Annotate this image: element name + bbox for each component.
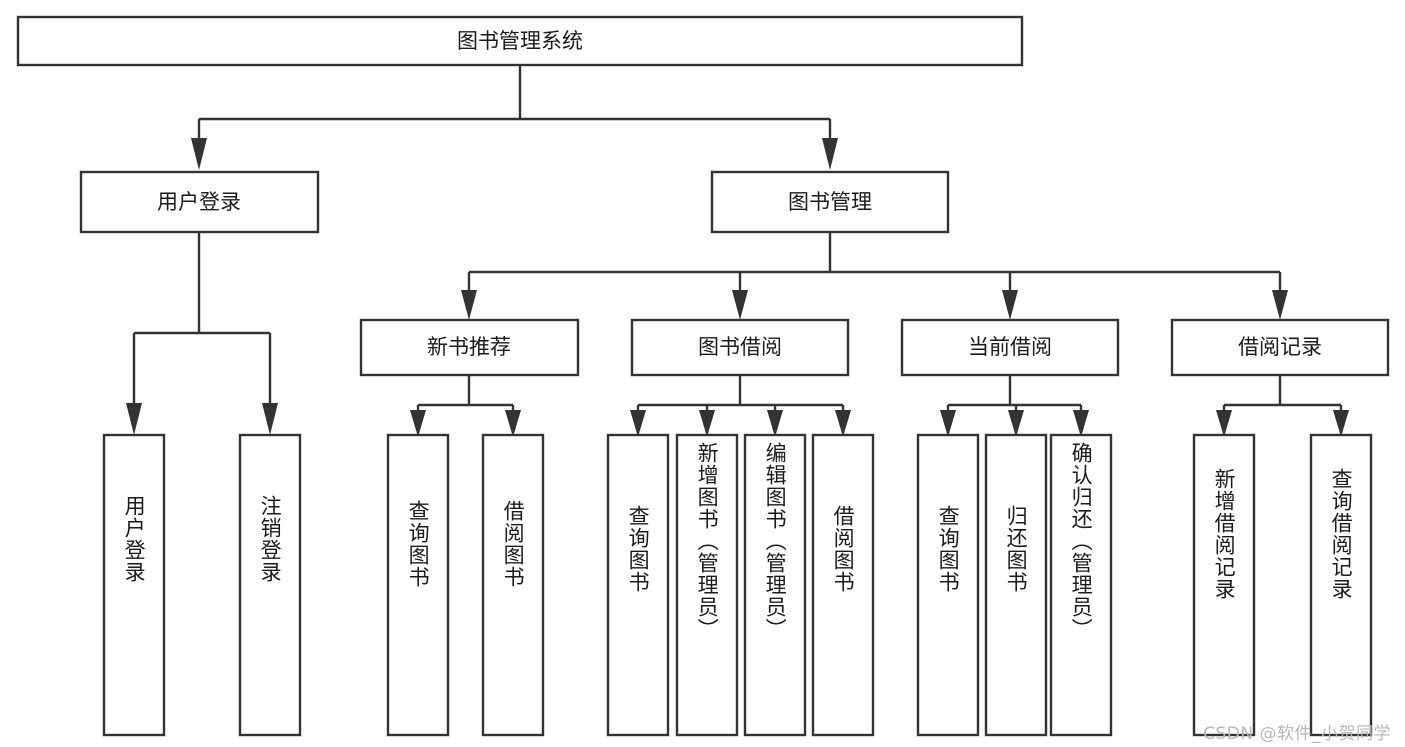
leaf-boxes-group: [102, 433, 1373, 737]
arrow-head-leaf-borrow-book-2: [835, 410, 851, 437]
arrow-head-current-borrow: [1002, 290, 1018, 320]
arrow-head-book-manage: [822, 138, 838, 170]
node-book-manage-label: 图书管理: [788, 190, 872, 214]
arrow-head-user-login: [191, 138, 207, 170]
arrow-head-leaf-query-record: [1333, 410, 1349, 437]
node-book-borrow-box[interactable]: [630, 318, 850, 377]
leaf-box-borrow-book-2[interactable]: [811, 433, 875, 737]
arrow-head-leaf-query-book-1: [410, 410, 426, 437]
arrow-head-leaf-user-login: [126, 403, 142, 435]
node-user-login-label: 用户登录: [157, 190, 241, 214]
node-book-borrow[interactable]: 图书借阅: [630, 318, 850, 377]
node-new-book-rec-box[interactable]: [359, 318, 580, 377]
leaf-box-query-record[interactable]: [1309, 433, 1373, 737]
node-root-box[interactable]: [16, 15, 1024, 67]
node-book-manage-box[interactable]: [710, 170, 950, 234]
node-borrow-record[interactable]: 借阅记录: [1170, 318, 1390, 377]
arrow-head-leaf-logout-login: [262, 403, 278, 435]
leaf-box-logout-login[interactable]: [238, 433, 302, 737]
arrow-head-leaf-edit-book: [767, 410, 783, 437]
connectors-group: [126, 65, 1349, 437]
arrow-head-book-borrow: [732, 290, 748, 320]
leaf-box-confirm-return[interactable]: [1049, 433, 1113, 737]
leaf-box-query-book-2[interactable]: [606, 433, 670, 737]
arrow-head-leaf-query-book-2: [630, 410, 646, 437]
node-user-login-box[interactable]: [79, 170, 320, 234]
node-root[interactable]: 图书管理系统: [16, 15, 1024, 67]
arrow-head-leaf-confirm-return: [1073, 410, 1089, 437]
leaf-box-user-login[interactable]: [102, 433, 166, 737]
node-user-login[interactable]: 用户登录: [79, 170, 320, 234]
node-current-borrow[interactable]: 当前借阅: [900, 318, 1120, 377]
node-current-borrow-label: 当前借阅: [968, 335, 1052, 359]
leaf-box-add-book[interactable]: [675, 433, 739, 737]
node-borrow-record-box[interactable]: [1170, 318, 1390, 377]
leaf-box-query-book-1[interactable]: [386, 433, 450, 737]
arrow-head-leaf-return-book: [1008, 410, 1024, 437]
arrow-head-new-book-rec: [461, 290, 477, 320]
leaf-box-edit-book[interactable]: [743, 433, 807, 737]
node-book-borrow-label: 图书借阅: [698, 335, 782, 359]
node-borrow-record-label: 借阅记录: [1238, 335, 1322, 359]
node-root-label: 图书管理系统: [457, 29, 583, 53]
node-current-borrow-box[interactable]: [900, 318, 1120, 377]
leaf-box-query-book-3[interactable]: [916, 433, 980, 737]
arrow-head-leaf-add-book: [699, 410, 715, 437]
arrow-head-borrow-record: [1272, 290, 1288, 320]
arrow-head-leaf-query-book-3: [940, 410, 956, 437]
arrow-head-leaf-borrow-book-1: [505, 410, 521, 437]
leaf-box-add-record[interactable]: [1192, 433, 1256, 737]
node-book-manage[interactable]: 图书管理: [710, 170, 950, 234]
arrow-head-leaf-add-record: [1216, 410, 1232, 437]
leaf-box-return-book[interactable]: [984, 433, 1048, 737]
node-new-book-rec[interactable]: 新书推荐: [359, 318, 580, 377]
leaf-box-borrow-book-1[interactable]: [481, 433, 545, 737]
node-new-book-rec-label: 新书推荐: [427, 335, 511, 359]
csdn-watermark: CSDN @软件_小贺同学: [1203, 724, 1391, 744]
